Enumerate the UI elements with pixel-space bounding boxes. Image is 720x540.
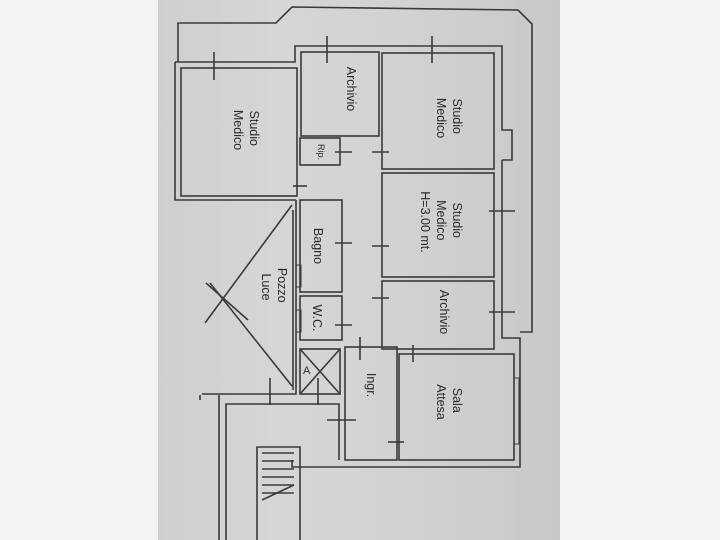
room-ingresso [344, 346, 398, 461]
label-wc: W.C. [310, 304, 324, 331]
label-sala-attesa: Sala Attesa [434, 384, 464, 419]
outer-wall [177, 6, 533, 333]
room-studio-medico-2 [381, 52, 495, 170]
pozzo-luce-diagonal [204, 204, 293, 324]
room-archivio-1 [300, 51, 380, 137]
window-sala-attesa [513, 377, 520, 445]
label-bagno: Bagno [311, 228, 325, 264]
label-ascensore: A [303, 365, 311, 377]
label-studio-medico-2: Studio Medico [434, 98, 464, 138]
room-studio-medico-1 [180, 67, 298, 197]
label-archivio-2: Archivio [437, 290, 451, 335]
label-studio-medico-3: Studio Medico H=3.00 mt. [418, 191, 464, 253]
stairs [256, 446, 301, 540]
room-bagno [299, 199, 343, 293]
room-ascensore [299, 348, 341, 395]
paper-sheet [158, 0, 560, 540]
room-studio-medico-3 [381, 172, 495, 278]
label-studio-medico-1: Studio Medico [231, 110, 261, 150]
label-ripostiglio: Rip. [316, 144, 326, 160]
label-pozzo-luce: Pozzo Luce [259, 268, 289, 306]
room-archivio-2 [381, 280, 495, 350]
label-archivio-1: Archivio [344, 67, 358, 112]
room-wc [299, 295, 343, 341]
label-ingresso: Ingr. [364, 373, 378, 397]
